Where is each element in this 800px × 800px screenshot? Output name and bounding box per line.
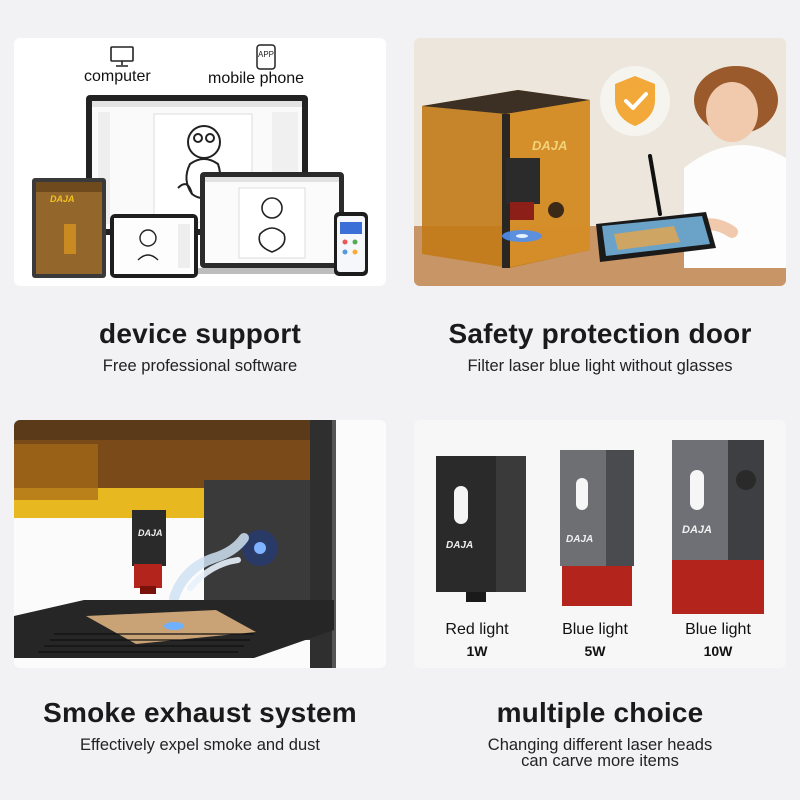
laser-heads-illustration [436,440,764,614]
brand-logo-10w: DAJA [682,524,712,536]
brand-logo: DAJA [532,138,568,153]
device-support-image: computer APP mobile phone [14,38,386,286]
brand-logo-1w: DAJA [446,540,474,551]
multiple-choice-subtitle-line2: can carve more items [521,752,679,770]
head-option-10w: Blue light 10W [663,621,773,659]
brand-logo-5w: DAJA [566,534,594,545]
smoke-exhaust-caption: Smoke exhaust system Effectively expel s… [0,697,400,753]
brand-logo: DAJA [50,194,75,204]
smoke-exhaust-illustration [14,420,336,668]
safety-door-subtitle: Filter laser blue light without glasses [467,357,733,375]
device-support-caption: device support Free professional softwar… [0,318,400,374]
computer-label: computer [84,68,151,85]
phone-app-icon [256,44,276,70]
laser-heads-image: DAJA DAJA DAJA Red light 1W Blue light 5… [414,420,786,668]
head-watt: 1W [466,643,488,659]
brand-logo: DAJA [138,528,163,538]
app-badge: APP [257,50,274,59]
safety-door-title: Safety protection door [448,318,752,349]
head-name: Red light [445,621,509,638]
smoke-exhaust-image: DAJA [14,420,386,668]
smoke-exhaust-title: Smoke exhaust system [43,697,357,728]
shield-check-icon [600,66,670,136]
devices-illustration [32,95,368,278]
safety-door-image: DAJA [414,38,786,286]
head-option-5w: Blue light 5W [540,621,650,659]
smoke-exhaust-subtitle: Effectively expel smoke and dust [80,736,320,754]
head-option-1w: Red light 1W [422,621,532,659]
device-support-subtitle: Free professional software [102,357,298,375]
mobile-phone-label: mobile phone [208,70,305,87]
multiple-choice-caption: multiple choice Changing different laser… [400,697,800,769]
device-support-title: device support [99,318,301,349]
safety-door-caption: Safety protection door Filter laser blue… [400,318,800,374]
multiple-choice-title: multiple choice [496,697,704,728]
head-name: Blue light [685,621,751,638]
multiple-choice-subtitle-line1: Changing different laser heads [487,736,713,754]
monitor-icon [110,46,134,67]
head-watt: 5W [584,643,606,659]
safety-door-illustration [414,38,786,286]
head-name: Blue light [562,621,628,638]
head-watt: 10W [703,643,733,659]
